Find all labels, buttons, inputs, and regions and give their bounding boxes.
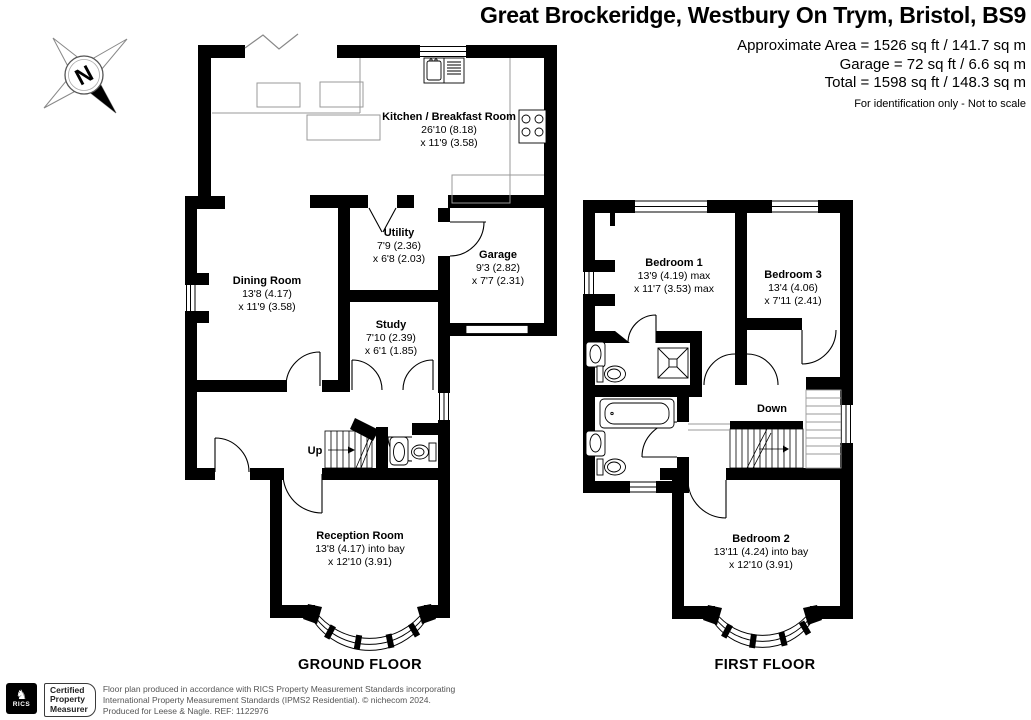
footer-disclaimer: Floor plan produced in accordance with R… xyxy=(103,683,455,718)
footer-line: Produced for Leese & Nagle. REF: 1122976 xyxy=(102,705,269,716)
room-dim: x 7'11 (2.41) xyxy=(764,295,822,307)
room-label-utility: Utility 7'9 (2.36) x 6'8 (2.03) xyxy=(373,227,425,266)
stairs-down xyxy=(688,389,842,469)
room-name: Bedroom 2 xyxy=(732,533,790,545)
ground-floor-plan xyxy=(185,33,557,651)
total-area: Total = 1598 sq ft / 148.3 sq m xyxy=(824,74,1026,91)
room-dim: x 12'10 (3.91) xyxy=(729,559,793,571)
room-name: Dining Room xyxy=(232,275,302,287)
room-dim: 7'9 (2.36) xyxy=(376,240,422,252)
footer: ♞ RICS Certified Property Measurer Floor… xyxy=(6,682,455,718)
room-dim: 7'10 (2.39) xyxy=(366,332,416,344)
room-label-bedroom2: Bedroom 2 13'11 (4.24) into bay x 12'10 … xyxy=(714,533,809,572)
room-name: Reception Room xyxy=(316,530,404,542)
footer-line: Floor plan produced in accordance with R… xyxy=(102,683,456,694)
room-label-garage: Garage 9'3 (2.82) x 7'7 (2.31) xyxy=(472,249,524,288)
room-dim: x 12'10 (3.91) xyxy=(328,556,392,568)
room-dim: x 7'7 (2.31) xyxy=(471,275,525,287)
first-floor-caption: FIRST FLOOR xyxy=(714,657,816,673)
garage-area: Garage = 72 sq ft / 6.6 sq m xyxy=(839,55,1026,73)
cert-line: Certified xyxy=(50,684,85,695)
room-dim: x 6'8 (2.03) xyxy=(372,253,426,265)
kitchen-sink xyxy=(423,57,465,84)
room-label-study: Study 7'10 (2.39) x 6'1 (1.85) xyxy=(365,319,417,358)
room-name: Garage xyxy=(479,249,517,261)
rics-label: RICS xyxy=(12,701,31,708)
room-dim: 13'4 (4.06) xyxy=(768,282,818,294)
room-dim: 26'10 (8.18) xyxy=(421,124,477,136)
certified-measurer-badge: Certified Property Measurer xyxy=(44,682,96,717)
room-dim: 13'8 (4.17) xyxy=(242,288,292,300)
footer-line: International Property Measurement Stand… xyxy=(102,694,431,705)
compass-rose-icon: N xyxy=(43,37,128,114)
room-dim: x 11'7 (3.53) max xyxy=(633,283,715,295)
room-dim: 13'11 (4.24) into bay xyxy=(713,546,809,558)
room-label-bedroom3: Bedroom 3 13'4 (4.06) x 7'11 (2.41) xyxy=(764,269,821,308)
cert-line: Property xyxy=(50,694,85,704)
stairs-down-label: Down xyxy=(757,403,787,415)
room-label-reception: Reception Room 13'8 (4.17) into bay x 12… xyxy=(315,530,405,569)
kitchen-hob xyxy=(518,109,547,144)
ensuite-fixtures xyxy=(585,341,689,383)
header: Great Brockeridge, Westbury On Trym, Bri… xyxy=(480,2,1026,110)
room-dim: 9'3 (2.82) xyxy=(475,262,521,274)
room-dim: 13'9 (4.19) max xyxy=(637,270,711,282)
room-label-dining: Dining Room 13'8 (4.17) x 11'9 (3.58) xyxy=(233,275,301,314)
wc-fixtures xyxy=(389,436,437,466)
ground-floor-caption: GROUND FLOOR xyxy=(297,657,423,673)
stairs-up-label: Up xyxy=(307,445,323,457)
room-dim: x 6'1 (1.85) xyxy=(364,345,418,357)
room-dim: 13'8 (4.17) into bay xyxy=(315,543,405,555)
room-dim: x 11'9 (3.58) xyxy=(420,137,478,149)
cert-line: Measurer xyxy=(50,703,88,714)
room-name: Bedroom 1 xyxy=(645,257,703,269)
room-label-kitchen: Kitchen / Breakfast Room 26'10 (8.18) x … xyxy=(382,111,516,150)
page-title: Great Brockeridge, Westbury On Trym, Bri… xyxy=(480,2,1026,28)
disclaimer: For identification only - Not to scale xyxy=(854,97,1026,110)
approximate-area: Approximate Area = 1526 sq ft / 141.7 sq… xyxy=(737,37,1026,54)
room-dim: x 11'9 (3.58) xyxy=(238,301,296,313)
room-name: Utility xyxy=(383,227,415,239)
room-label-bedroom1: Bedroom 1 13'9 (4.19) max x 11'7 (3.53) … xyxy=(634,257,714,296)
kitchen-counter xyxy=(212,58,544,204)
room-name: Bedroom 3 xyxy=(764,269,822,281)
rics-badge: ♞ RICS xyxy=(6,682,37,714)
rics-lion-icon: ♞ xyxy=(15,687,28,702)
room-name: Study xyxy=(375,319,407,331)
room-name: Kitchen / Breakfast Room xyxy=(382,111,516,123)
bathroom-fixtures xyxy=(585,398,675,476)
first-floor-plan xyxy=(583,200,853,649)
